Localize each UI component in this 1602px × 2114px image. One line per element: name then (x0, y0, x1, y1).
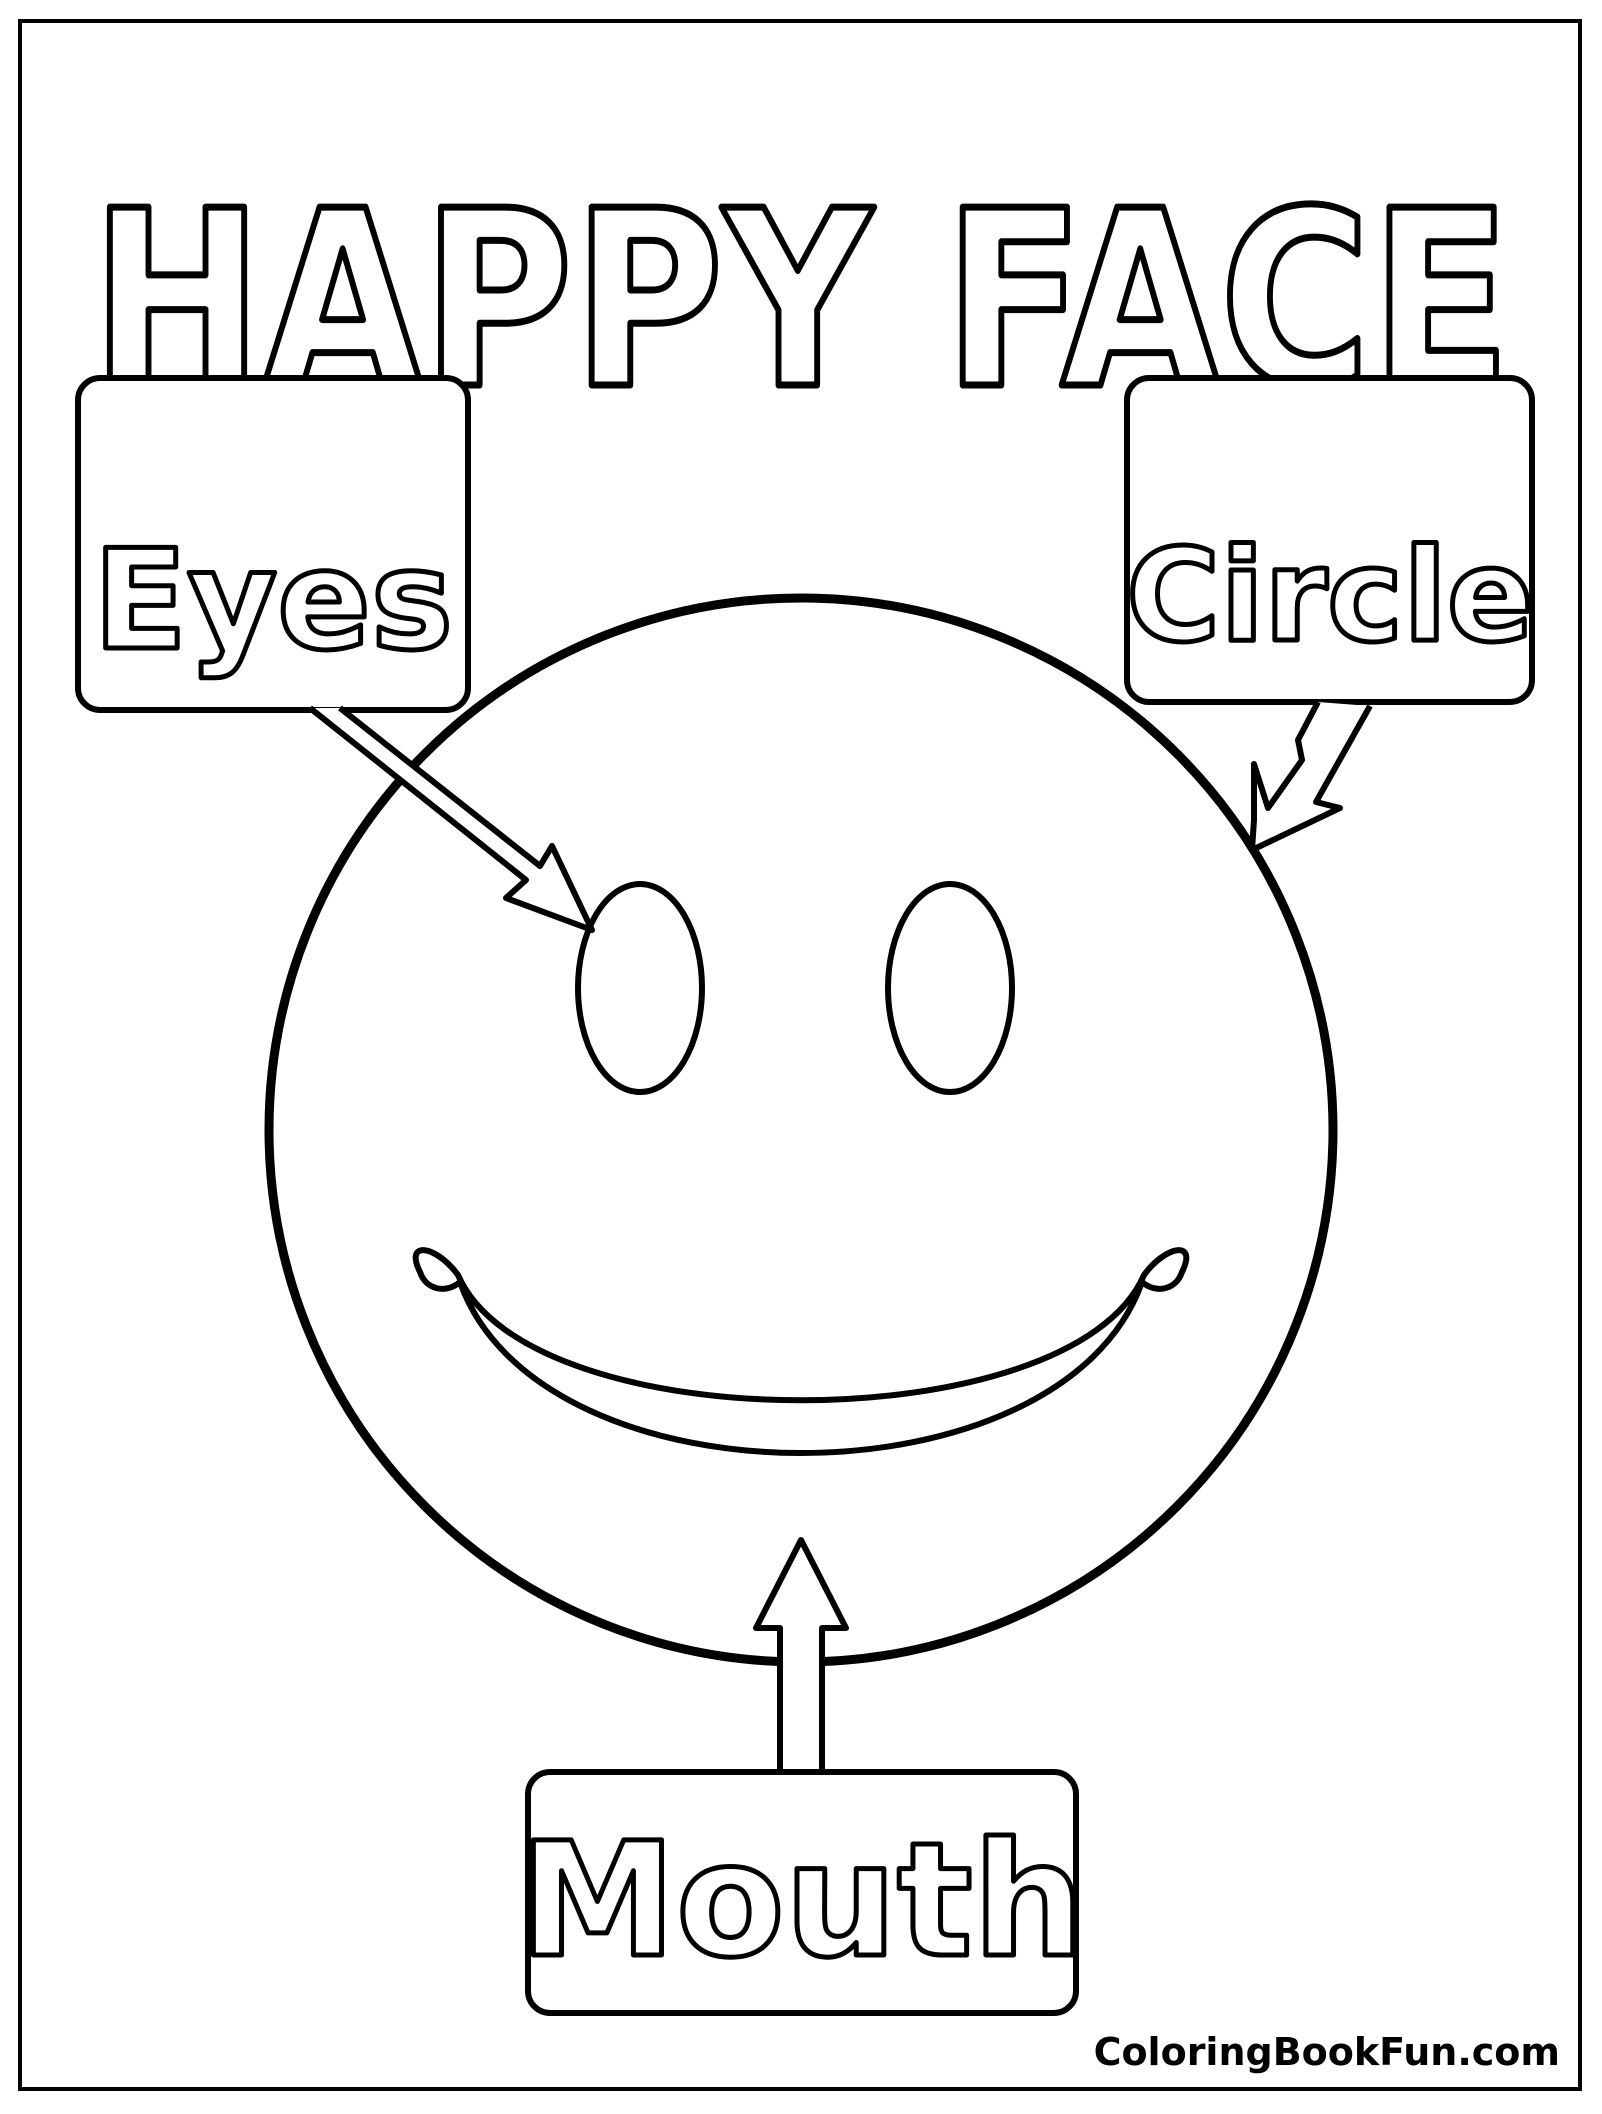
smile-mouth (412, 1247, 1190, 1456)
eyes-arrow (308, 705, 595, 933)
circle-label: Circle (1126, 522, 1534, 671)
mouth-label: Mouth (519, 1809, 1085, 1993)
mouth-arrow (753, 1537, 849, 1772)
circle-arrow (1249, 700, 1373, 853)
mouth-callout: Mouth (516, 1537, 1088, 2016)
page-border (18, 19, 1582, 2091)
circle-callout: Circle (1124, 375, 1536, 853)
eyes-label-box (75, 375, 471, 713)
footer-credit: ColoringBookFun.com (1094, 2030, 1560, 2074)
eyes-callout: Eyes (75, 375, 595, 933)
left-eye (575, 881, 705, 1095)
face-circle (264, 593, 1338, 1667)
eyes-label: Eyes (93, 520, 453, 681)
right-eye (885, 881, 1015, 1095)
mouth-label-box (525, 1769, 1079, 2016)
circle-label-box (1124, 375, 1535, 705)
